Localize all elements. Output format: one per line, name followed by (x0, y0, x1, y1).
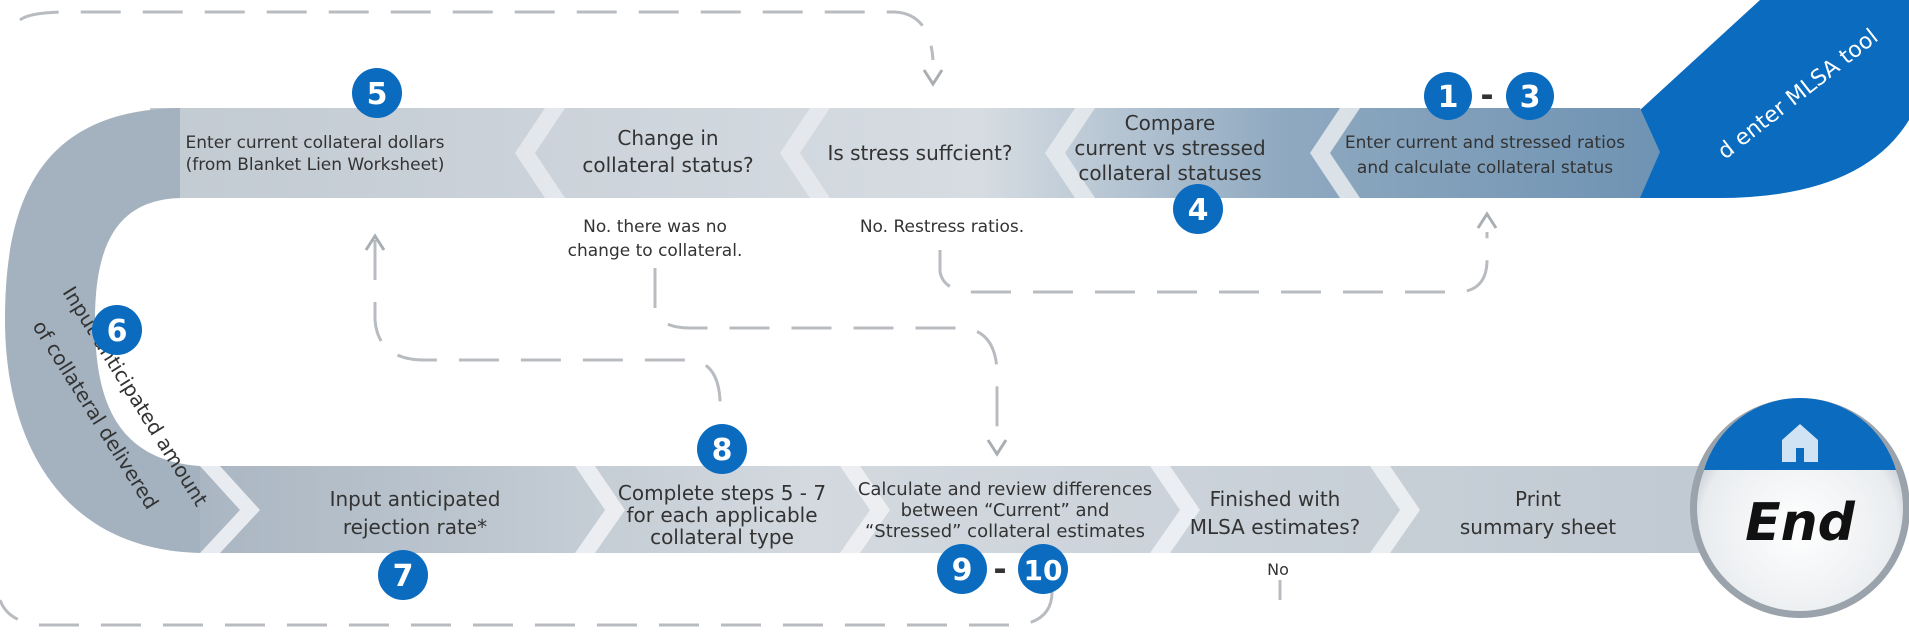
badge-4-label: 4 (1188, 193, 1209, 228)
bottom-chevrons (200, 466, 1420, 553)
badge-5: 5 (352, 68, 402, 118)
print-line2: summary sheet (1460, 515, 1616, 539)
compare-line3: collateral statuses (1078, 161, 1261, 185)
badge-4: 4 (1173, 184, 1223, 234)
badge-9-label: 9 (952, 553, 973, 588)
complete-line3: collateral type (650, 525, 794, 549)
badge-8: 8 (697, 424, 747, 474)
badge-7: 7 (378, 550, 428, 600)
finished-line1: Finished with (1210, 487, 1341, 511)
step5-label: Enter current collateral dollars (186, 133, 445, 153)
badge-9: 9 (937, 544, 987, 594)
no-change-note-line2: change to collateral. (568, 241, 743, 261)
calc-line1: Calculate and review differences (858, 479, 1152, 500)
complete-line2: for each applicable (626, 503, 817, 527)
badge-5-label: 5 (367, 77, 388, 112)
arrowheads (364, 69, 1498, 457)
calc-line2: between “Current” and (901, 500, 1110, 521)
rejection-line1: Input anticipated (330, 487, 501, 511)
change-status-line1: Change in (617, 126, 718, 150)
home-icon (1782, 424, 1818, 462)
compare-line1: Compare (1125, 111, 1216, 135)
stress-question: Is stress suffcient? (827, 141, 1012, 165)
calc-line3: “Stressed” collateral estimates (865, 521, 1145, 542)
badge-10-label: 10 (1024, 554, 1063, 587)
badge-1: 1 (1424, 72, 1472, 120)
change-status-line2: collateral status? (582, 153, 753, 177)
ratios-line1: Enter current and stressed ratios (1345, 133, 1625, 153)
step5-sub-label: (from Blanket Lien Worksheet) (186, 155, 445, 175)
restress-note: No. Restress ratios. (860, 217, 1024, 237)
start-blue-band (1640, 0, 1909, 199)
ratios-line2: and calculate collateral status (1357, 158, 1613, 178)
badge-3-label: 3 (1520, 80, 1541, 115)
finished-line2: MLSA estimates? (1190, 515, 1361, 539)
top-band (150, 108, 1660, 198)
badge-10: 10 (1018, 544, 1068, 594)
top-chevrons (515, 108, 1360, 198)
badge-dash-1-3: - (1480, 76, 1493, 114)
no-change-note-line1: No. there was no (583, 217, 727, 237)
badge-dash-9-10: - (993, 550, 1006, 588)
badge-7-label: 7 (393, 559, 414, 594)
bottom-band (200, 466, 1720, 553)
badge-6-label: 6 (107, 314, 128, 349)
rejection-line2: rejection rate* (343, 515, 487, 539)
end-label: End (1745, 493, 1856, 553)
dashed-connectors (0, 10, 1489, 627)
badge-1-label: 1 (1438, 80, 1459, 115)
badge-8-label: 8 (712, 433, 733, 468)
end-button[interactable]: End (1690, 397, 1909, 618)
complete-line1: Complete steps 5 - 7 (618, 481, 826, 505)
print-line1: Print (1515, 487, 1561, 511)
no-note: No (1267, 560, 1289, 579)
badge-3: 3 (1506, 72, 1554, 120)
compare-line2: current vs stressed (1074, 136, 1265, 160)
step-badges: 5 1 - 3 4 6 7 8 9 - (92, 68, 1554, 600)
badge-6: 6 (92, 305, 142, 355)
left-curve-band-visible (5, 108, 200, 553)
